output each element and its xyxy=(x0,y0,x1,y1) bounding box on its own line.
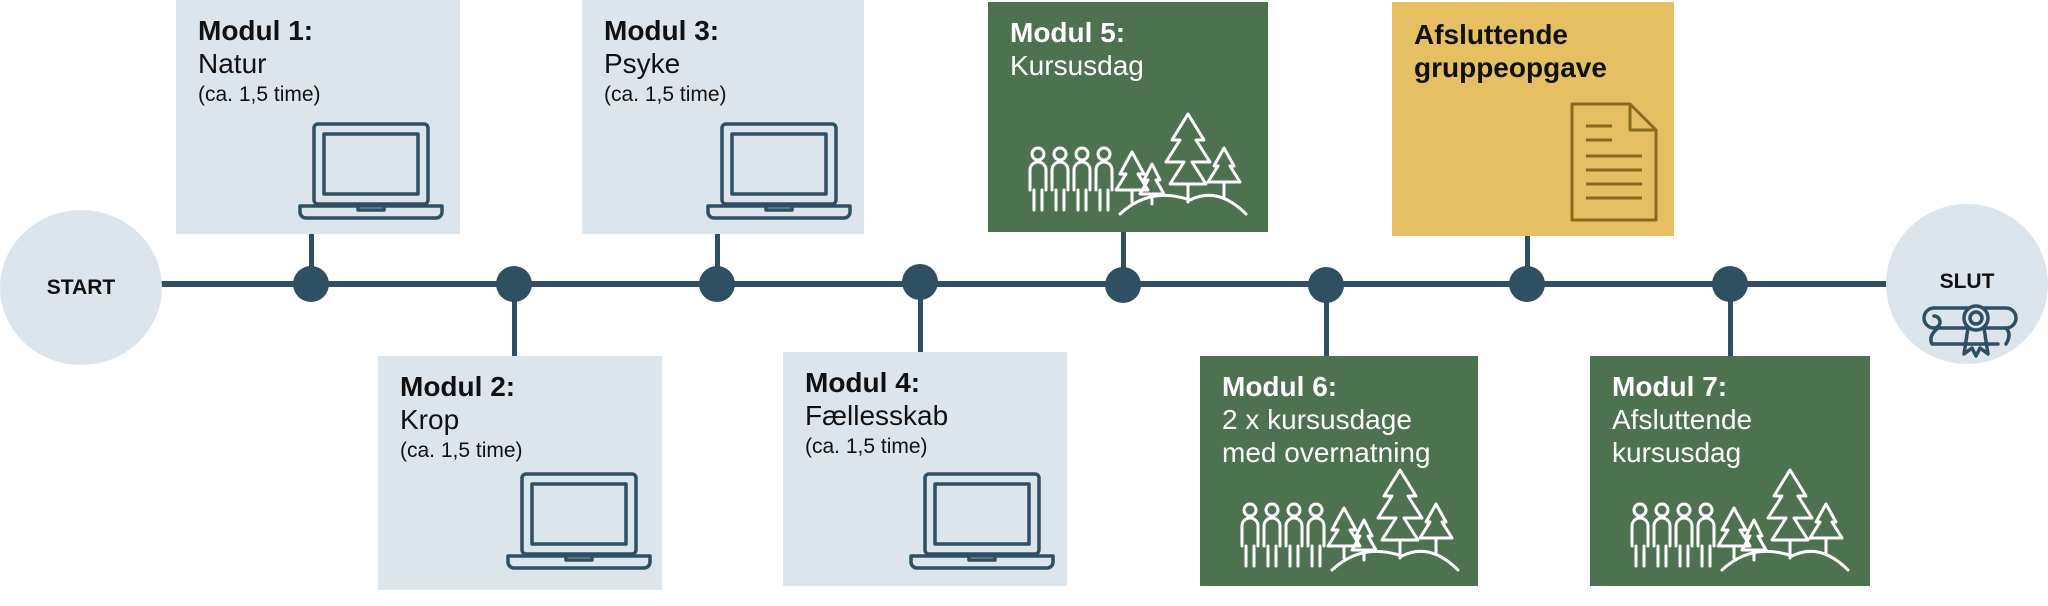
connector-1 xyxy=(309,234,314,284)
connector-6 xyxy=(1324,284,1329,356)
module-7-title: Modul 7: xyxy=(1612,371,1728,402)
final-task-card: Afsluttende gruppeopgave xyxy=(1392,2,1674,236)
module-4-card: Modul 4: Fællesskab (ca. 1,5 time) xyxy=(783,352,1067,586)
final-task-title-line-2: gruppeopgave xyxy=(1414,52,1607,83)
module-1-subtitle: Natur xyxy=(198,48,267,79)
laptop-icon xyxy=(909,472,1055,570)
module-2-duration: (ca. 1,5 time) xyxy=(400,439,523,462)
connector-5 xyxy=(1121,230,1126,284)
module-2-title: Modul 2: xyxy=(400,371,516,402)
module-5-title: Modul 5: xyxy=(1010,17,1126,48)
module-3-subtitle: Psyke xyxy=(604,48,681,79)
module-5-subtitle: Kursusdag xyxy=(1010,50,1144,81)
timeline-dot-1 xyxy=(293,266,329,302)
module-4-duration: (ca. 1,5 time) xyxy=(805,435,928,458)
module-6-subtitle-line-2: med overnatning xyxy=(1222,437,1431,468)
people-forest-icon xyxy=(1630,468,1850,572)
module-6-card: Modul 6: 2 x kursusdage med overnatning xyxy=(1200,356,1478,586)
connector-2 xyxy=(512,284,517,356)
connector-4 xyxy=(918,284,923,352)
module-1-card: Modul 1: Natur (ca. 1,5 time) xyxy=(176,0,460,234)
final-task-title-line-1: Afsluttende xyxy=(1414,19,1568,50)
laptop-icon xyxy=(298,122,444,220)
module-5-card: Modul 5: Kursusdag xyxy=(988,2,1268,232)
laptop-icon xyxy=(706,122,852,220)
connector-8 xyxy=(1728,284,1733,356)
timeline-dot-7 xyxy=(1509,266,1545,302)
people-forest-icon xyxy=(1240,468,1460,572)
connector-7 xyxy=(1525,234,1530,284)
module-3-title: Modul 3: xyxy=(604,15,720,46)
module-1-title: Modul 1: xyxy=(198,15,314,46)
module-4-title: Modul 4: xyxy=(805,367,921,398)
diploma-icon xyxy=(1922,304,2018,358)
module-7-subtitle-line-1: Afsluttende xyxy=(1612,404,1753,435)
start-node: START xyxy=(0,210,162,365)
timeline-dot-2 xyxy=(496,266,532,302)
module-1-duration: (ca. 1,5 time) xyxy=(198,83,321,106)
timeline-dot-6 xyxy=(1308,267,1344,303)
module-7-card: Modul 7: Afsluttende kursusdag xyxy=(1590,356,1870,586)
timeline-dot-8 xyxy=(1712,266,1748,302)
module-2-card: Modul 2: Krop (ca. 1,5 time) xyxy=(378,356,662,590)
end-label: SLUT xyxy=(1939,270,1995,293)
end-node: SLUT xyxy=(1886,204,2048,364)
module-3-card: Modul 3: Psyke (ca. 1,5 time) xyxy=(582,0,864,234)
timeline-dot-5 xyxy=(1105,267,1141,303)
timeline-dot-3 xyxy=(699,266,735,302)
module-6-title: Modul 6: xyxy=(1222,371,1338,402)
module-6-subtitle-line-1: 2 x kursusdage xyxy=(1222,404,1412,435)
connector-3 xyxy=(715,234,720,284)
module-2-subtitle: Krop xyxy=(400,404,460,435)
document-icon xyxy=(1570,102,1658,222)
start-label: START xyxy=(46,276,116,299)
people-forest-icon xyxy=(1028,112,1248,216)
module-7-subtitle-line-2: kursusdag xyxy=(1612,437,1742,468)
module-4-subtitle: Fællesskab xyxy=(805,400,949,431)
timeline-dot-4 xyxy=(902,264,938,300)
timeline-line xyxy=(160,281,1890,287)
module-3-duration: (ca. 1,5 time) xyxy=(604,83,727,106)
laptop-icon xyxy=(506,472,652,570)
